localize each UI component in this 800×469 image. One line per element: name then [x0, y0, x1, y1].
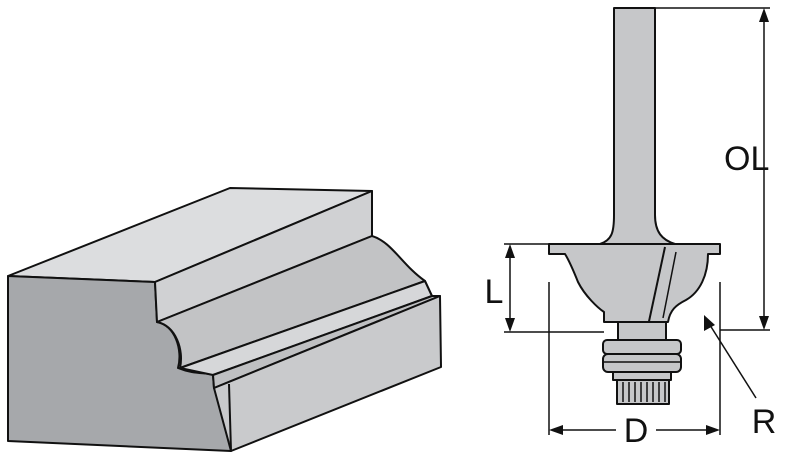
bit-cutter-body [548, 243, 721, 323]
bit-arbor [617, 321, 667, 341]
bearing-screw [616, 379, 670, 405]
workpiece-profile-block [7, 187, 442, 452]
bit-flute-line [647, 246, 666, 327]
screw-knurl [622, 382, 666, 402]
workpiece-side-face [213, 295, 442, 452]
label-ol: OL [724, 140, 769, 178]
label-l: L [485, 273, 504, 311]
r-leader-line [707, 321, 757, 399]
router-bit [548, 7, 721, 405]
bit-shank [599, 7, 676, 245]
label-d: D [624, 412, 649, 450]
dimension-lines [504, 7, 770, 435]
bearing-lower [602, 353, 682, 373]
bearing-washer [612, 371, 672, 381]
bearing-upper [602, 339, 682, 355]
label-r: R [752, 403, 777, 441]
